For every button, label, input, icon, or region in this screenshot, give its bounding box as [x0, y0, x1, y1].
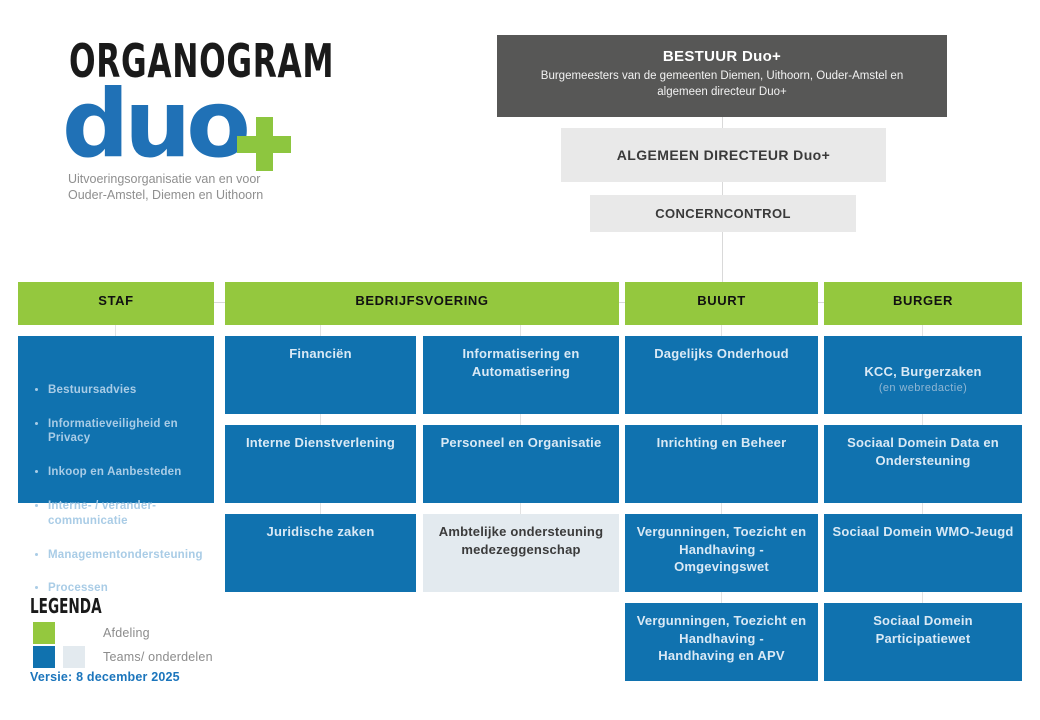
- connector-line: [922, 414, 923, 425]
- version-text: Versie: 8 december 2025: [30, 670, 180, 684]
- connector-line: [721, 325, 722, 336]
- cell-staf-teams: Bestuursadvies Informatieveiligheid en P…: [18, 336, 214, 594]
- bestuur-title: BESTUUR Duo+: [662, 48, 782, 65]
- cell-sociaal-domein-data: Sociaal Domein Data en Ondersteuning: [824, 425, 1022, 503]
- cell-interne-dienstverlening: Interne Dienstverlening: [225, 425, 416, 503]
- connector-line: [320, 503, 321, 514]
- connector-line: [115, 325, 116, 336]
- duo-logo-wordmark: duo: [62, 70, 251, 179]
- cell-sublabel: (en webredactie): [878, 382, 968, 395]
- connector-line: [922, 503, 923, 514]
- cell-dagelijks-onderhoud: Dagelijks Onderhoud: [625, 336, 818, 414]
- cell-kcc-burgerzaken: KCC, Burgerzaken (en webredactie): [824, 336, 1022, 414]
- cell-financien: Financiën: [225, 336, 416, 414]
- logo-tagline: Uitvoeringsorganisatie van en voor Ouder…: [68, 172, 264, 203]
- cell-vth-omgevingswet: Vergunningen, Toezicht en Handhaving - O…: [625, 514, 818, 592]
- header-buurt: BUURT: [625, 282, 818, 325]
- cell-sociaal-domein-wmo-jeugd: Sociaal Domein WMO-Jeugd: [824, 514, 1022, 592]
- connector-line: [520, 325, 521, 336]
- connector-line: [721, 503, 722, 514]
- cell-personeel-organisatie: Personeel en Organisatie: [423, 425, 619, 503]
- connector-line: [818, 302, 824, 303]
- staf-team-list: Bestuursadvies Informatieveiligheid en P…: [30, 366, 208, 616]
- header-staf: STAF: [18, 282, 214, 325]
- plus-icon: [237, 117, 291, 171]
- legend-afdeling-label: Afdeling: [103, 626, 150, 640]
- list-item: Managementondersteuning: [48, 548, 208, 562]
- connector-line: [320, 414, 321, 425]
- list-item: Bestuursadvies: [48, 383, 208, 397]
- list-item: Informatieveiligheid en Privacy: [48, 417, 208, 446]
- legend-teams-swatch-blue: [33, 646, 55, 668]
- header-burger: BURGER: [824, 282, 1022, 325]
- cell-inrichting-beheer: Inrichting en Beheer: [625, 425, 818, 503]
- connector-line: [520, 414, 521, 425]
- cell-informatisering-automatisering: Informatisering en Automatisering: [423, 336, 619, 414]
- connector-line: [722, 117, 723, 128]
- bestuur-subtitle: Burgemeesters van de gemeenten Diemen, U…: [540, 70, 904, 98]
- legend-afdeling-swatch: [33, 622, 55, 644]
- list-item: Inkoop en Aanbesteden: [48, 465, 208, 479]
- algemeen-directeur-box: ALGEMEEN DIRECTEUR Duo+: [561, 128, 886, 182]
- cell-sociaal-domein-participatiewet: Sociaal Domein Participatiewet: [824, 603, 1022, 681]
- connector-line: [721, 592, 722, 603]
- connector-line: [520, 503, 521, 514]
- list-item: Processen: [48, 581, 208, 595]
- cell-ambtelijke-ondersteuning: Ambtelijke ondersteuning medezeggenschap: [423, 514, 619, 592]
- legend-teams-label: Teams/ onderdelen: [103, 650, 213, 664]
- connector-line: [721, 414, 722, 425]
- connector-line: [320, 325, 321, 336]
- legend-title: LEGENDA: [30, 594, 102, 618]
- connector-line: [922, 325, 923, 336]
- connector-line: [214, 302, 225, 303]
- connector-line: [922, 592, 923, 603]
- header-bedrijfsvoering: BEDRIJFSVOERING: [225, 282, 619, 325]
- concerncontrol-box: CONCERNCONTROL: [590, 195, 856, 232]
- connector-line: [722, 182, 723, 195]
- cell-vth-handhaving-apv: Vergunningen, Toezicht en Handhaving - H…: [625, 603, 818, 681]
- connector-line: [722, 232, 723, 282]
- connector-line: [619, 302, 625, 303]
- cell-juridische-zaken: Juridische zaken: [225, 514, 416, 592]
- bestuur-box: BESTUUR Duo+ Burgemeesters van de gemeen…: [497, 35, 947, 117]
- cell-label: KCC, Burgerzaken: [864, 363, 982, 379]
- legend-teams-swatch-pale: [63, 646, 85, 668]
- list-item: Interne- / verander-communicatie: [48, 499, 208, 528]
- page-title: ORGANOGRAM: [69, 34, 335, 88]
